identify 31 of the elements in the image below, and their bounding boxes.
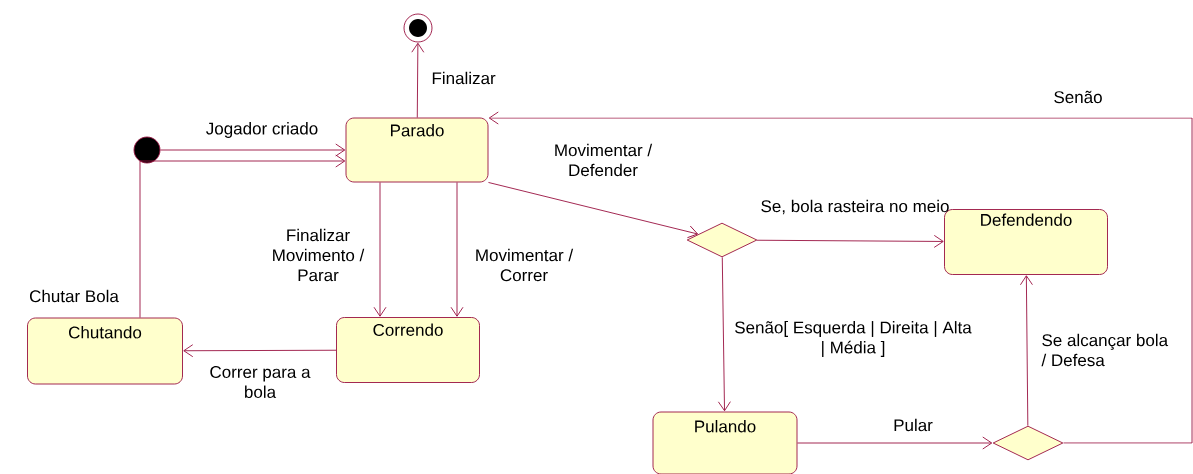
arrow xyxy=(160,143,346,157)
arrow xyxy=(488,111,1193,444)
edge-label: Finalizar xyxy=(432,71,496,85)
state-box: Pulando xyxy=(652,411,798,474)
decision-diamond xyxy=(992,425,1064,461)
decision-diamond xyxy=(686,222,758,258)
edge-label: Senão[ Esquerda | Direita | Alta | Média ] xyxy=(735,321,972,357)
edge-label: Senão xyxy=(1054,90,1102,104)
initial-state xyxy=(133,136,161,164)
arrow xyxy=(756,234,944,248)
arrow xyxy=(488,182,699,239)
edge-label: Movimentar / Defender xyxy=(555,143,653,177)
edge-label: Chutar Bola xyxy=(30,289,119,303)
state-box: Correndo xyxy=(336,317,480,383)
arrow xyxy=(139,154,346,318)
edge-label: Correr para a bola xyxy=(210,366,311,399)
edge-label: Finalizar Movimento / Parar xyxy=(273,228,365,282)
arrow xyxy=(450,182,464,317)
edge-label: Pular xyxy=(894,418,933,432)
state-box: Parado xyxy=(345,117,489,183)
state-box: Chutando xyxy=(27,317,183,385)
edge-label: Se alcançar bola / Defesa xyxy=(1041,333,1169,367)
arrow xyxy=(717,256,731,412)
arrow xyxy=(411,42,425,118)
arrow xyxy=(183,344,337,358)
final-state xyxy=(403,13,433,43)
edge-label: Movimentar / Correr xyxy=(476,248,574,282)
edge-label: Jogador criado xyxy=(206,122,318,138)
arrow xyxy=(373,182,387,317)
arrow xyxy=(1020,275,1033,427)
arrow xyxy=(797,436,993,450)
